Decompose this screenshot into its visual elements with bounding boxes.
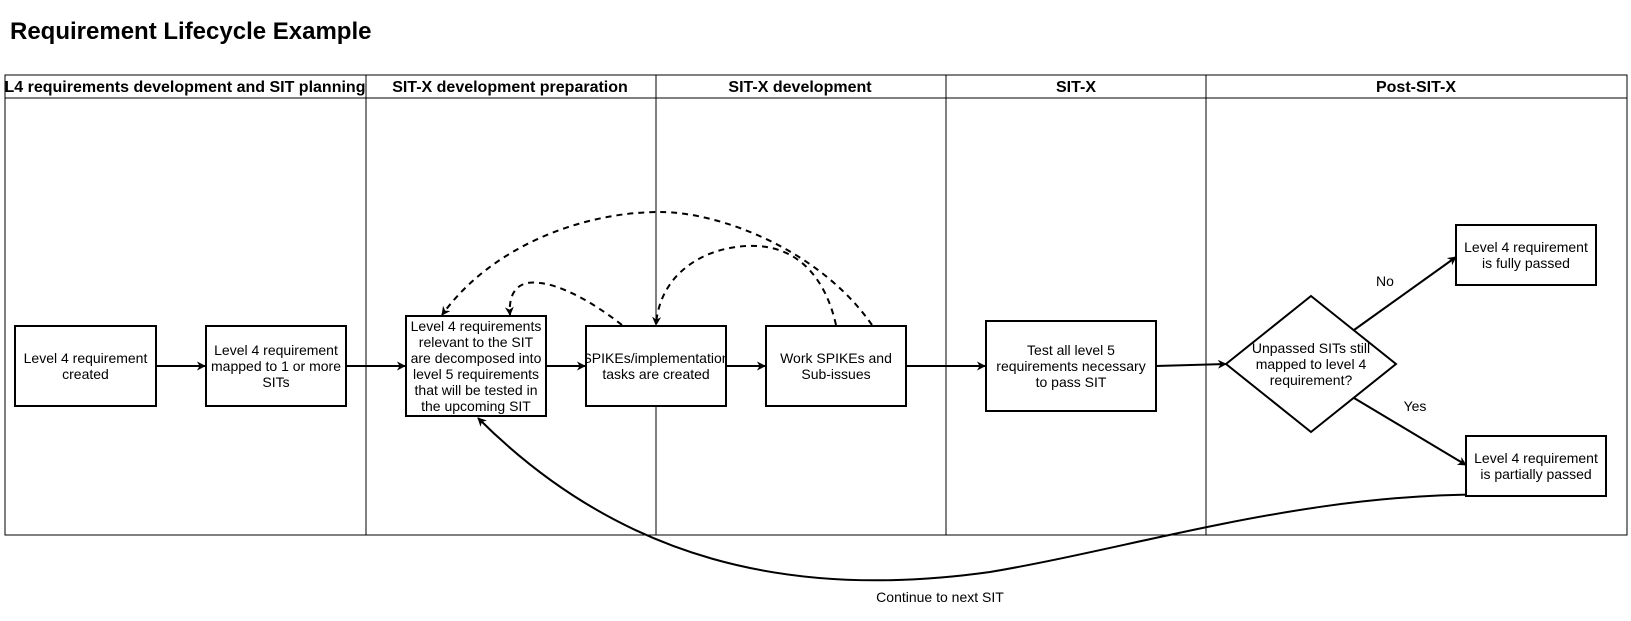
edge-work-feedback-to-decomposed	[441, 210, 873, 326]
node-box-work-spikes	[765, 325, 907, 407]
lane-header-dev-preparation: SIT-X development preparation	[392, 79, 628, 96]
node-created: Level 4 requirement created	[23, 350, 148, 382]
lane-header-post-sit-x: Post-SIT-X	[1376, 79, 1456, 96]
feedback-edges	[441, 210, 873, 326]
node-mapped: Level 4 requirement mapped to 1 or more …	[211, 342, 341, 390]
edge-label-yes: Yes	[1404, 398, 1427, 414]
node-shape-decision-diamond	[1224, 294, 1398, 434]
node-box-spikes-created	[585, 325, 727, 407]
node-partially-passed: Level 4 requirement is partially passed	[1474, 450, 1598, 482]
node-test-all: Test all level 5 requirements necessary …	[996, 342, 1146, 390]
node-fully-passed: Level 4 requirement is fully passed	[1464, 239, 1588, 271]
edge-continue-to-next-sit	[477, 417, 1537, 582]
lane-header-development: SIT-X development	[728, 79, 872, 96]
node-box-decomposed	[405, 315, 547, 417]
edge-label-no: No	[1376, 273, 1394, 289]
edge-work-feedback-to-spikes	[652, 244, 837, 326]
edge-spikes-feedback-to-decomposed	[504, 281, 623, 326]
edge-test-to-decision	[1155, 359, 1227, 369]
edge-decision-to-fully-passed	[1353, 256, 1457, 331]
node-box-fully-passed	[1455, 224, 1597, 286]
node-box-partially-passed	[1465, 435, 1607, 497]
node-decision: Unpassed SITs still mapped to level 4 re…	[1251, 340, 1371, 388]
node-box-mapped	[205, 325, 347, 407]
lane-header-sit-x: SIT-X	[1056, 79, 1096, 96]
node-box-created	[14, 325, 157, 407]
swimlane-frame	[4, 74, 1628, 536]
page-title: Requirement Lifecycle Example	[10, 18, 372, 45]
edge-label-continue-to-next-sit: Continue to next SIT	[876, 589, 1004, 605]
node-decomposed: Level 4 requirements relevant to the SIT…	[410, 318, 542, 414]
lane-header-l4-planning: L4 requirements development and SIT plan…	[5, 79, 366, 96]
node-work-spikes: Work SPIKEs and Sub-issues	[780, 350, 892, 382]
flow-edges	[156, 256, 1537, 582]
node-spikes-created: SPIKEs/implementation tasks are created	[586, 350, 726, 382]
node-box-test-all	[985, 320, 1157, 412]
edge-decision-to-partially-passed	[1353, 397, 1467, 466]
